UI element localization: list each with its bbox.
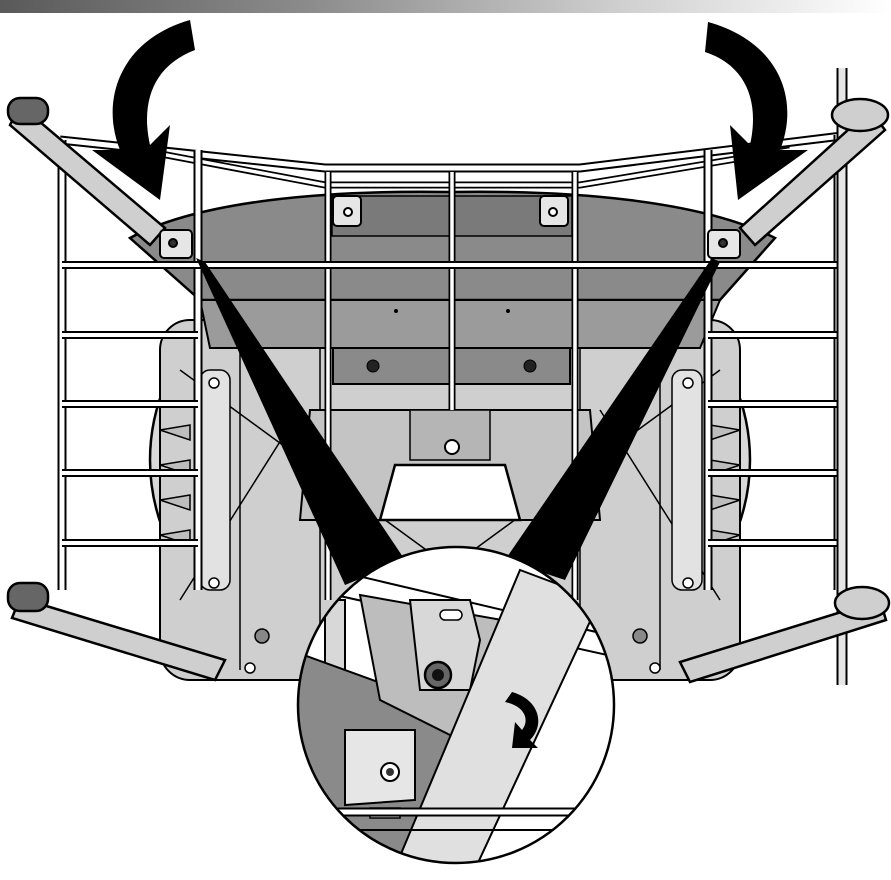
rotate-arrow-left-icon [92, 20, 195, 200]
detail-magnifier [296, 545, 616, 865]
header-gradient-bar [0, 0, 891, 13]
detail-rotate-arrow-icon [505, 692, 539, 748]
handles [6, 96, 891, 684]
wire-frame [57, 68, 851, 685]
corner-brackets [159, 195, 741, 259]
callout-wedge-right [505, 258, 720, 580]
callout-wedge-left [196, 258, 405, 585]
rotate-arrow-right-icon [705, 22, 808, 200]
